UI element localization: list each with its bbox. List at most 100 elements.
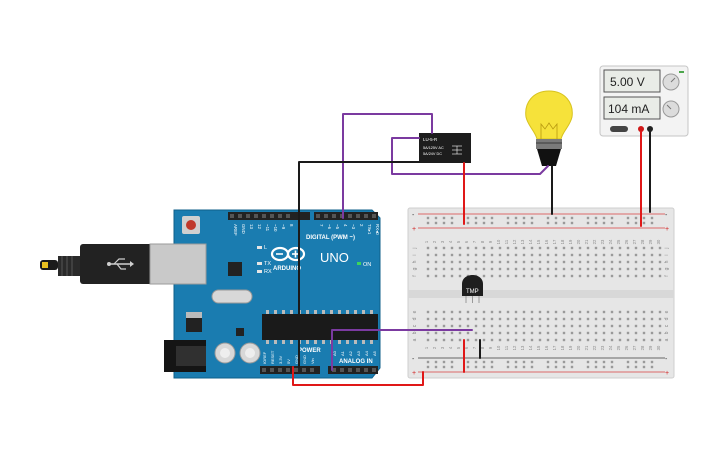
terminal-hole[interactable] bbox=[610, 274, 614, 278]
terminal-hole[interactable] bbox=[650, 253, 654, 257]
terminal-hole[interactable] bbox=[530, 253, 534, 257]
terminal-hole[interactable] bbox=[538, 274, 542, 278]
terminal-hole[interactable] bbox=[538, 338, 542, 342]
digital-pin[interactable] bbox=[254, 214, 258, 218]
terminal-hole[interactable] bbox=[546, 246, 550, 250]
terminal-hole[interactable] bbox=[498, 331, 502, 335]
terminal-hole[interactable] bbox=[522, 310, 526, 314]
rail-hole[interactable] bbox=[634, 216, 638, 220]
terminal-hole[interactable] bbox=[586, 338, 590, 342]
terminal-hole[interactable] bbox=[450, 260, 454, 264]
terminal-hole[interactable] bbox=[602, 274, 606, 278]
rail-hole[interactable] bbox=[562, 360, 566, 364]
terminal-hole[interactable] bbox=[442, 331, 446, 335]
terminal-hole[interactable] bbox=[538, 246, 542, 250]
terminal-hole[interactable] bbox=[530, 246, 534, 250]
rail-hole[interactable] bbox=[650, 216, 654, 220]
terminal-hole[interactable] bbox=[426, 331, 430, 335]
terminal-hole[interactable] bbox=[450, 317, 454, 321]
terminal-hole[interactable] bbox=[650, 338, 654, 342]
terminal-hole[interactable] bbox=[506, 331, 510, 335]
terminal-hole[interactable] bbox=[546, 260, 550, 264]
terminal-hole[interactable] bbox=[514, 267, 518, 271]
terminal-hole[interactable] bbox=[586, 317, 590, 321]
terminal-hole[interactable] bbox=[634, 260, 638, 264]
terminal-hole[interactable] bbox=[514, 253, 518, 257]
terminal-hole[interactable] bbox=[594, 260, 598, 264]
rail-hole[interactable] bbox=[634, 360, 638, 364]
terminal-hole[interactable] bbox=[626, 331, 630, 335]
terminal-hole[interactable] bbox=[538, 317, 542, 321]
rail-hole[interactable] bbox=[426, 360, 430, 364]
terminal-hole[interactable] bbox=[634, 324, 638, 328]
terminal-hole[interactable] bbox=[578, 310, 582, 314]
terminal-hole[interactable] bbox=[554, 253, 558, 257]
rail-hole[interactable] bbox=[642, 365, 646, 369]
terminal-hole[interactable] bbox=[578, 324, 582, 328]
rail-hole[interactable] bbox=[474, 365, 478, 369]
terminal-hole[interactable] bbox=[466, 310, 470, 314]
terminal-hole[interactable] bbox=[562, 274, 566, 278]
terminal-hole[interactable] bbox=[458, 253, 462, 257]
terminal-hole[interactable] bbox=[586, 324, 590, 328]
terminal-hole[interactable] bbox=[578, 274, 582, 278]
terminal-hole[interactable] bbox=[514, 260, 518, 264]
terminal-hole[interactable] bbox=[426, 317, 430, 321]
terminal-hole[interactable] bbox=[482, 324, 486, 328]
terminal-hole[interactable] bbox=[634, 274, 638, 278]
terminal-hole[interactable] bbox=[546, 331, 550, 335]
terminal-hole[interactable] bbox=[618, 310, 622, 314]
power-pin[interactable] bbox=[302, 368, 306, 372]
digital-pin[interactable] bbox=[262, 214, 266, 218]
rail-hole[interactable] bbox=[514, 365, 518, 369]
terminal-hole[interactable] bbox=[570, 331, 574, 335]
terminal-hole[interactable] bbox=[450, 253, 454, 257]
digital-pin[interactable] bbox=[286, 214, 290, 218]
terminal-hole[interactable] bbox=[634, 310, 638, 314]
terminal-hole[interactable] bbox=[658, 267, 662, 271]
rail-hole[interactable] bbox=[642, 216, 646, 220]
terminal-hole[interactable] bbox=[450, 310, 454, 314]
terminal-hole[interactable] bbox=[474, 324, 478, 328]
rail-hole[interactable] bbox=[442, 216, 446, 220]
rail-hole[interactable] bbox=[610, 216, 614, 220]
terminal-hole[interactable] bbox=[490, 317, 494, 321]
terminal-hole[interactable] bbox=[490, 274, 494, 278]
terminal-hole[interactable] bbox=[578, 260, 582, 264]
analog-pin[interactable] bbox=[348, 368, 352, 372]
terminal-hole[interactable] bbox=[490, 338, 494, 342]
terminal-hole[interactable] bbox=[546, 267, 550, 271]
terminal-hole[interactable] bbox=[474, 317, 478, 321]
rail-hole[interactable] bbox=[522, 365, 526, 369]
rail-hole[interactable] bbox=[546, 360, 550, 364]
terminal-hole[interactable] bbox=[530, 310, 534, 314]
rail-hole[interactable] bbox=[626, 365, 630, 369]
terminal-hole[interactable] bbox=[586, 260, 590, 264]
psu-positive-terminal[interactable] bbox=[638, 126, 644, 132]
terminal-hole[interactable] bbox=[594, 274, 598, 278]
terminal-hole[interactable] bbox=[642, 274, 646, 278]
terminal-hole[interactable] bbox=[482, 310, 486, 314]
rail-hole[interactable] bbox=[474, 221, 478, 225]
terminal-hole[interactable] bbox=[434, 338, 438, 342]
digital-pin[interactable] bbox=[356, 214, 360, 218]
terminal-hole[interactable] bbox=[474, 310, 478, 314]
terminal-hole[interactable] bbox=[530, 338, 534, 342]
rail-hole[interactable] bbox=[570, 360, 574, 364]
analog-pin[interactable] bbox=[332, 368, 336, 372]
rail-hole[interactable] bbox=[570, 216, 574, 220]
terminal-hole[interactable] bbox=[434, 331, 438, 335]
power-supply[interactable]: 5.00 V 104 mA bbox=[599, 65, 689, 137]
wire-red-5v-rail[interactable] bbox=[292, 366, 424, 386]
terminal-hole[interactable] bbox=[482, 331, 486, 335]
terminal-hole[interactable] bbox=[466, 324, 470, 328]
terminal-hole[interactable] bbox=[482, 260, 486, 264]
psu-power-switch[interactable] bbox=[610, 126, 628, 132]
terminal-hole[interactable] bbox=[530, 331, 534, 335]
rail-hole[interactable] bbox=[562, 216, 566, 220]
terminal-hole[interactable] bbox=[562, 338, 566, 342]
terminal-hole[interactable] bbox=[458, 246, 462, 250]
terminal-hole[interactable] bbox=[602, 331, 606, 335]
terminal-hole[interactable] bbox=[642, 267, 646, 271]
